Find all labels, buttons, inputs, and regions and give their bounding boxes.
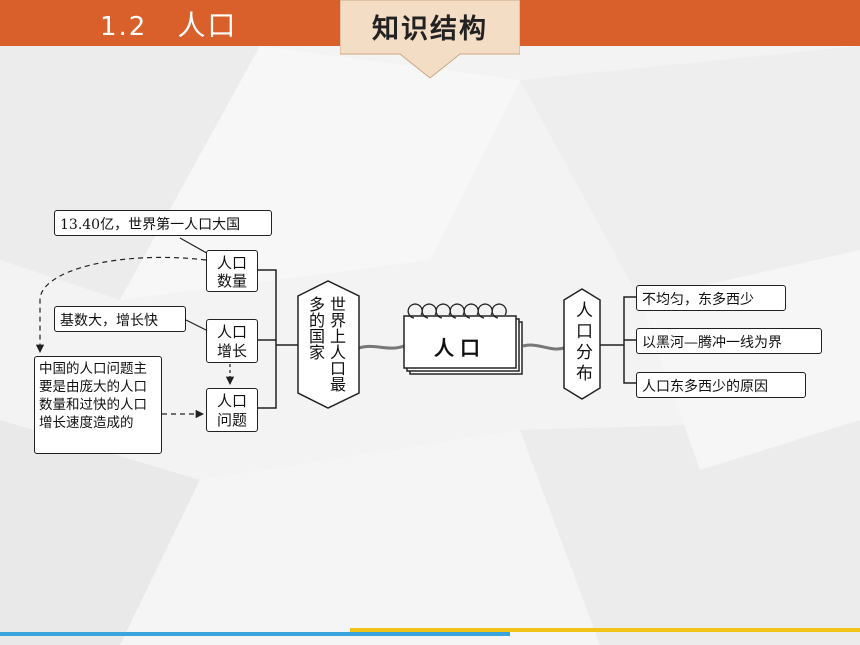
- population-growth-label: 人口增长: [216, 323, 247, 360]
- distribution-item-1: 不均匀，东多西少: [636, 285, 786, 311]
- problem-note: 中国的人口问题主要是由庞大的人口数量和过快的人口增长速度造成的: [34, 356, 162, 454]
- population-growth-node: 人口增长: [206, 319, 258, 363]
- footer-bar-blue: [0, 632, 510, 636]
- growth-note: 基数大，增长快: [54, 306, 186, 332]
- lesson-heading: 1.2 人口: [100, 4, 237, 44]
- population-problem-label: 人口问题: [216, 392, 247, 429]
- left-hub-label: 世界上人口最多的国家: [306, 296, 346, 392]
- population-count-label: 人口数量: [216, 254, 247, 290]
- knowledge-tab-label: 知识结构: [372, 14, 488, 45]
- distribution-item-3: 人口东多西少的原因: [636, 372, 806, 398]
- count-note: 13.40亿，世界第一人口大国: [54, 210, 272, 236]
- distribution-item-2: 以黑河—腾冲一线为界: [636, 328, 822, 354]
- footer-bar-yellow: [350, 628, 860, 632]
- population-count-node: 人口数量: [206, 250, 258, 292]
- knowledge-tab: [340, 0, 520, 79]
- population-problem-node: 人口问题: [206, 388, 258, 432]
- right-hub-label: 人口分布: [572, 301, 592, 385]
- lesson-number: 1.2: [100, 12, 148, 42]
- center-node: 人口: [434, 336, 486, 360]
- lesson-title: 人口: [177, 9, 238, 42]
